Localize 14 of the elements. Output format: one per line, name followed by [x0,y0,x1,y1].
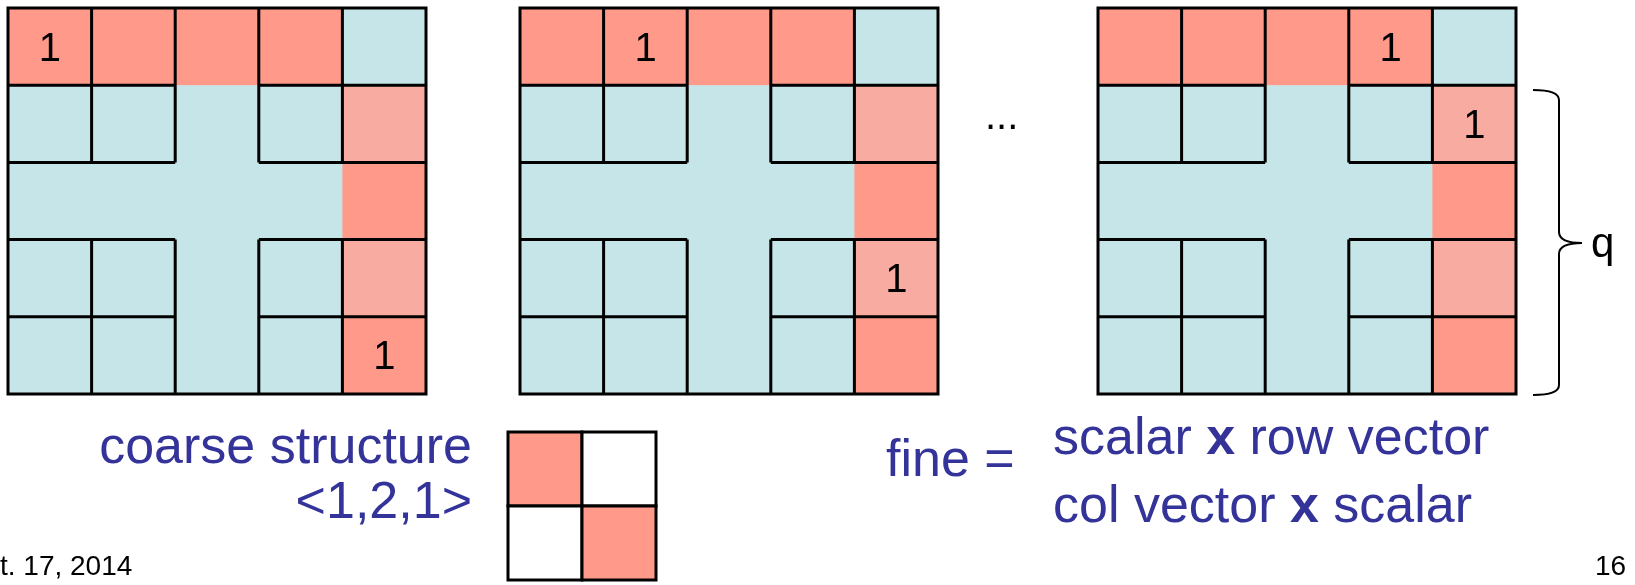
footer-date: t. 17, 2014 [0,552,133,580]
matrix-entry: 1 [373,335,396,376]
page-number: 16 [1595,552,1627,580]
matrix-entry: 1 [1463,103,1486,144]
equation-text: scalar x row vector [1053,410,1490,462]
equation-text: col vector x scalar [1053,478,1473,530]
matrix-entry: 1 [38,26,62,67]
caption-text: coarse structure <1,2,1> [98,418,472,528]
matrix-entry: 1 [885,258,908,299]
ellipsis: ... [985,95,1019,135]
matrix-entry: 1 [634,26,657,67]
equation-text: fine = [886,432,1015,484]
brace-label: q [1591,222,1615,264]
matrix-entry: 1 [1379,26,1402,67]
